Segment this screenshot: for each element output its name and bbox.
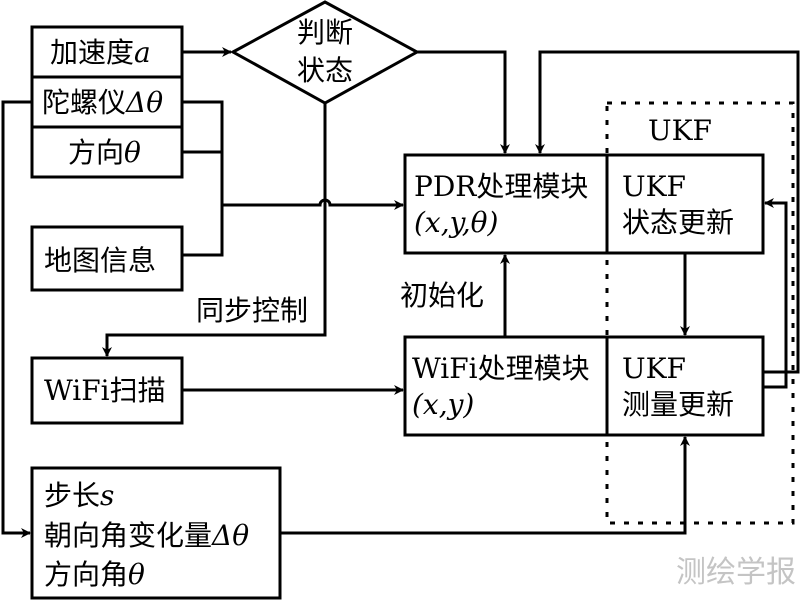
ukf-measure-update[interactable]: UKF 测量更新 — [622, 352, 734, 421]
sync-control-label: 同步控制 — [196, 294, 308, 327]
journal-watermark: 测绘学报 — [676, 555, 796, 590]
decision-line2: 状态 — [297, 54, 353, 87]
wifi-module-output: (x,y) — [412, 388, 474, 421]
wifi-row-box — [403, 335, 765, 437]
wifi-scan-label: WiFi扫描 — [44, 374, 166, 407]
gyro-label: 陀螺仪Δθ — [42, 86, 163, 119]
ukf-state-line1: UKF — [622, 170, 686, 203]
step-line2: 朝向角变化量Δθ — [44, 519, 249, 552]
sensor-merge-line — [182, 100, 224, 257]
ukf-measure-line1: UKF — [622, 352, 686, 385]
pdr-module-title: PDR处理模块 — [414, 170, 588, 203]
map-info-box[interactable] — [30, 225, 184, 292]
pdr-module-output: (x,y,θ) — [414, 206, 498, 239]
init-label: 初始化 — [400, 279, 484, 312]
connectors — [1, 47, 800, 538]
sensor-stack: 加速度a 陀螺仪Δθ 方向θ — [30, 25, 184, 179]
ukf-state-line2: 状态更新 — [622, 206, 734, 239]
arrow-gyro-to-step-box — [1, 100, 32, 538]
gyro-box[interactable] — [30, 75, 184, 129]
ukf-group-border — [605, 101, 795, 525]
map-info-label: 地图信息 — [44, 244, 156, 277]
pdr-module[interactable]: PDR处理模块 (x,y,θ) — [414, 170, 588, 239]
arrow-sync-to-wifi-scan — [102, 103, 327, 357]
heading-label: 方向θ — [68, 136, 141, 169]
arrow-measure-to-state — [763, 198, 788, 389]
ukf-state-update[interactable]: UKF 状态更新 — [622, 170, 734, 239]
accel-label: 加速度a — [50, 36, 151, 69]
step-line3: 方向角θ — [44, 558, 145, 591]
wifi-module[interactable]: WiFi处理模块 (x,y) — [412, 352, 590, 421]
wifi-module-title: WiFi处理模块 — [412, 352, 590, 385]
arrow-decision-to-pdr — [417, 50, 510, 154]
decision-line1: 判断 — [297, 16, 353, 49]
step-output-box[interactable] — [30, 466, 282, 600]
ukf-group-label: UKF — [648, 114, 712, 147]
arrow-sensors-to-pdr — [222, 198, 404, 210]
arrow-step-to-ukf-measure — [280, 436, 690, 535]
ukf-measure-line2: 测量更新 — [622, 388, 734, 421]
step-line1: 步长s — [44, 479, 114, 512]
pdr-row-box — [403, 153, 765, 255]
